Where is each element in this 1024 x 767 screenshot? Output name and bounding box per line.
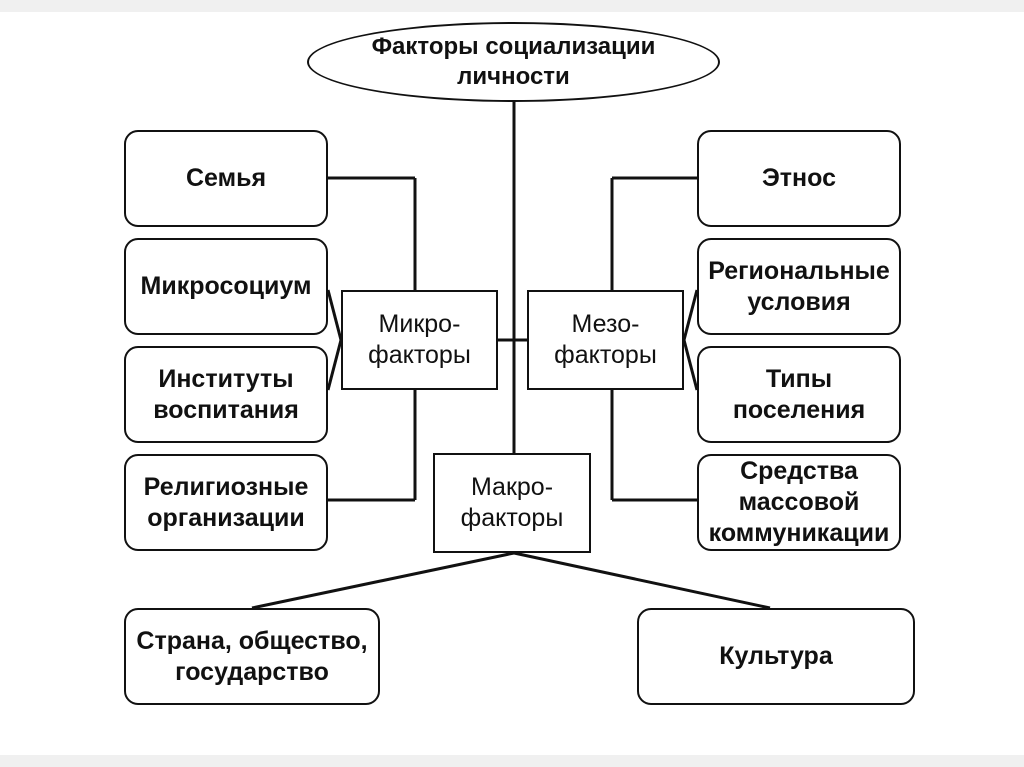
macro-factors-box: Макро- факторы (433, 453, 591, 553)
meso-item-ethnos: Этнос (697, 130, 901, 227)
connector-macro-right (513, 551, 771, 610)
macro-item-country-society-state: Страна, общество, государство (124, 608, 380, 705)
diagram-title: Факторы социализации личности (307, 22, 720, 102)
slide-frame-bottom (0, 755, 1024, 767)
micro-factors-box: Микро- факторы (341, 290, 498, 390)
meso-item-regional-conditions: Региональные условия (697, 238, 901, 335)
connector-meso-fan-1 (682, 289, 699, 341)
micro-item-religious-organizations: Религиозные организации (124, 454, 328, 551)
connector-micro-fan-1 (326, 289, 343, 341)
connector-meso-fan-2 (682, 339, 699, 391)
slide-frame-top (0, 0, 1024, 12)
macro-item-culture: Культура (637, 608, 915, 705)
micro-item-family: Семья (124, 130, 328, 227)
connector-macro-left (251, 551, 515, 610)
micro-item-microsocium: Микросоциум (124, 238, 328, 335)
micro-item-education-institutes: Институты воспитания (124, 346, 328, 443)
connector-micro-fan-2 (326, 339, 343, 391)
meso-factors-box: Мезо- факторы (527, 290, 684, 390)
meso-item-mass-media: Средства массовой коммуникации (697, 454, 901, 551)
meso-item-settlement-types: Типы поселения (697, 346, 901, 443)
